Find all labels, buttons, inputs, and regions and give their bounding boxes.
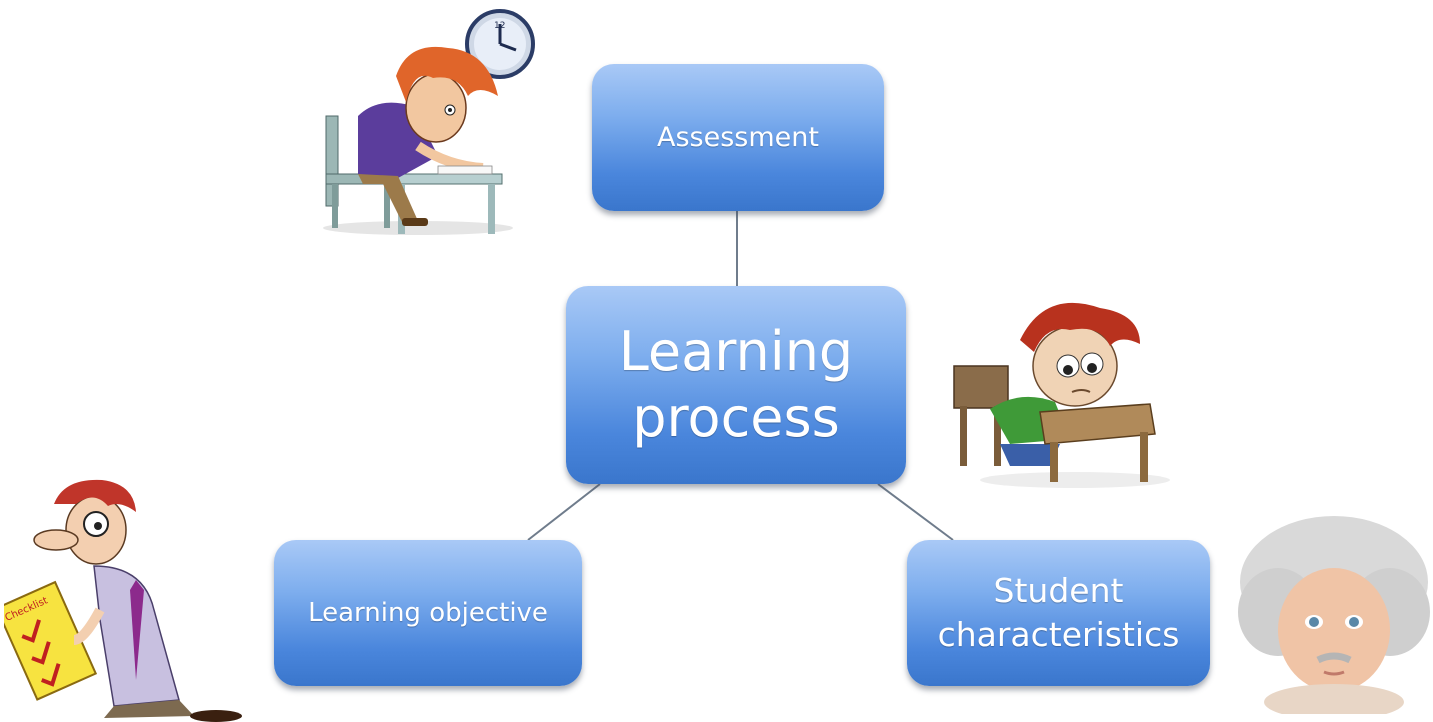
learning-objective-node: Learning objective (274, 540, 582, 686)
learning-process-node: Learning process (566, 286, 906, 484)
assessment-node: Assessment (592, 64, 884, 211)
student-taking-test-with-clock-illustration: 12 (323, 9, 535, 235)
teacher-with-checklist-illustration: Checklist (4, 479, 242, 722)
learning-objective-label: Learning objective (308, 598, 548, 628)
bored-student-at-desk-illustration (953, 302, 1170, 488)
connector-center-to-objective (527, 483, 601, 541)
learning-process-label: Learning process (618, 320, 854, 449)
baby-with-wild-white-hair-photo (1238, 516, 1430, 714)
connector-center-to-student (877, 483, 954, 541)
student-characteristics-label: Student characteristics (937, 571, 1180, 654)
student-characteristics-node: Student characteristics (907, 540, 1210, 686)
svg-text:12: 12 (494, 21, 505, 31)
assessment-label: Assessment (657, 122, 819, 153)
